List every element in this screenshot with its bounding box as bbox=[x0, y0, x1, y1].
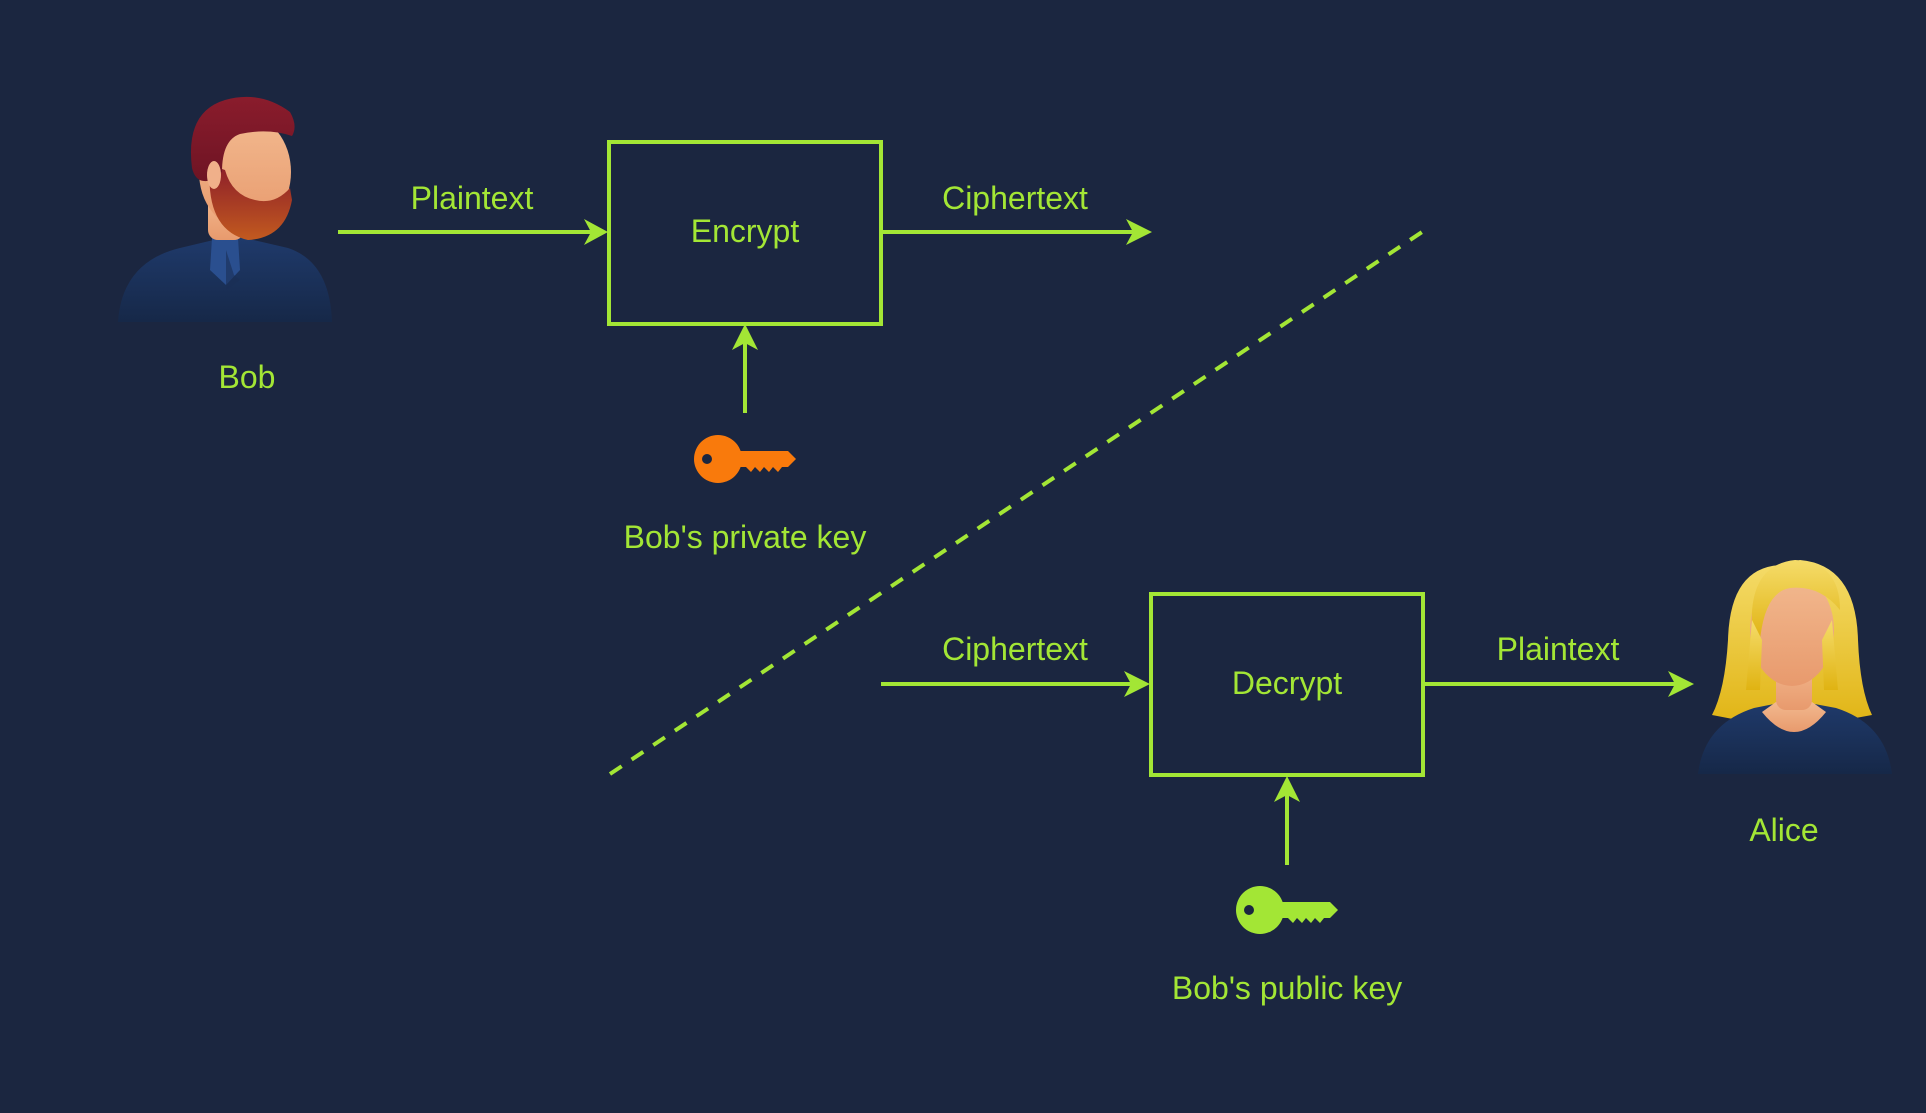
decrypt-label: Decrypt bbox=[1232, 665, 1342, 701]
ciphertext-label-top: Ciphertext bbox=[942, 180, 1088, 216]
bob-avatar-icon bbox=[118, 96, 332, 322]
plaintext-arrow-bottom bbox=[1423, 671, 1694, 697]
public-key-icon bbox=[1236, 886, 1338, 934]
public-key-arrow bbox=[1274, 776, 1300, 865]
private-key-label: Bob's private key bbox=[624, 519, 867, 555]
alice-avatar-icon bbox=[1698, 560, 1892, 774]
ciphertext-arrow-top bbox=[881, 219, 1152, 245]
plaintext-label-bottom: Plaintext bbox=[1497, 631, 1620, 667]
ciphertext-label-bottom: Ciphertext bbox=[942, 631, 1088, 667]
public-key-label: Bob's public key bbox=[1172, 970, 1402, 1006]
bob-name: Bob bbox=[219, 359, 276, 395]
private-key-arrow bbox=[732, 324, 758, 413]
plaintext-arrow-top bbox=[338, 219, 608, 245]
private-key-icon bbox=[694, 435, 796, 483]
alice-name: Alice bbox=[1749, 812, 1818, 848]
ciphertext-arrow-bottom bbox=[881, 671, 1150, 697]
separator-dashed-line bbox=[608, 230, 1424, 776]
encrypt-label: Encrypt bbox=[691, 213, 800, 249]
plaintext-label-top: Plaintext bbox=[411, 180, 534, 216]
